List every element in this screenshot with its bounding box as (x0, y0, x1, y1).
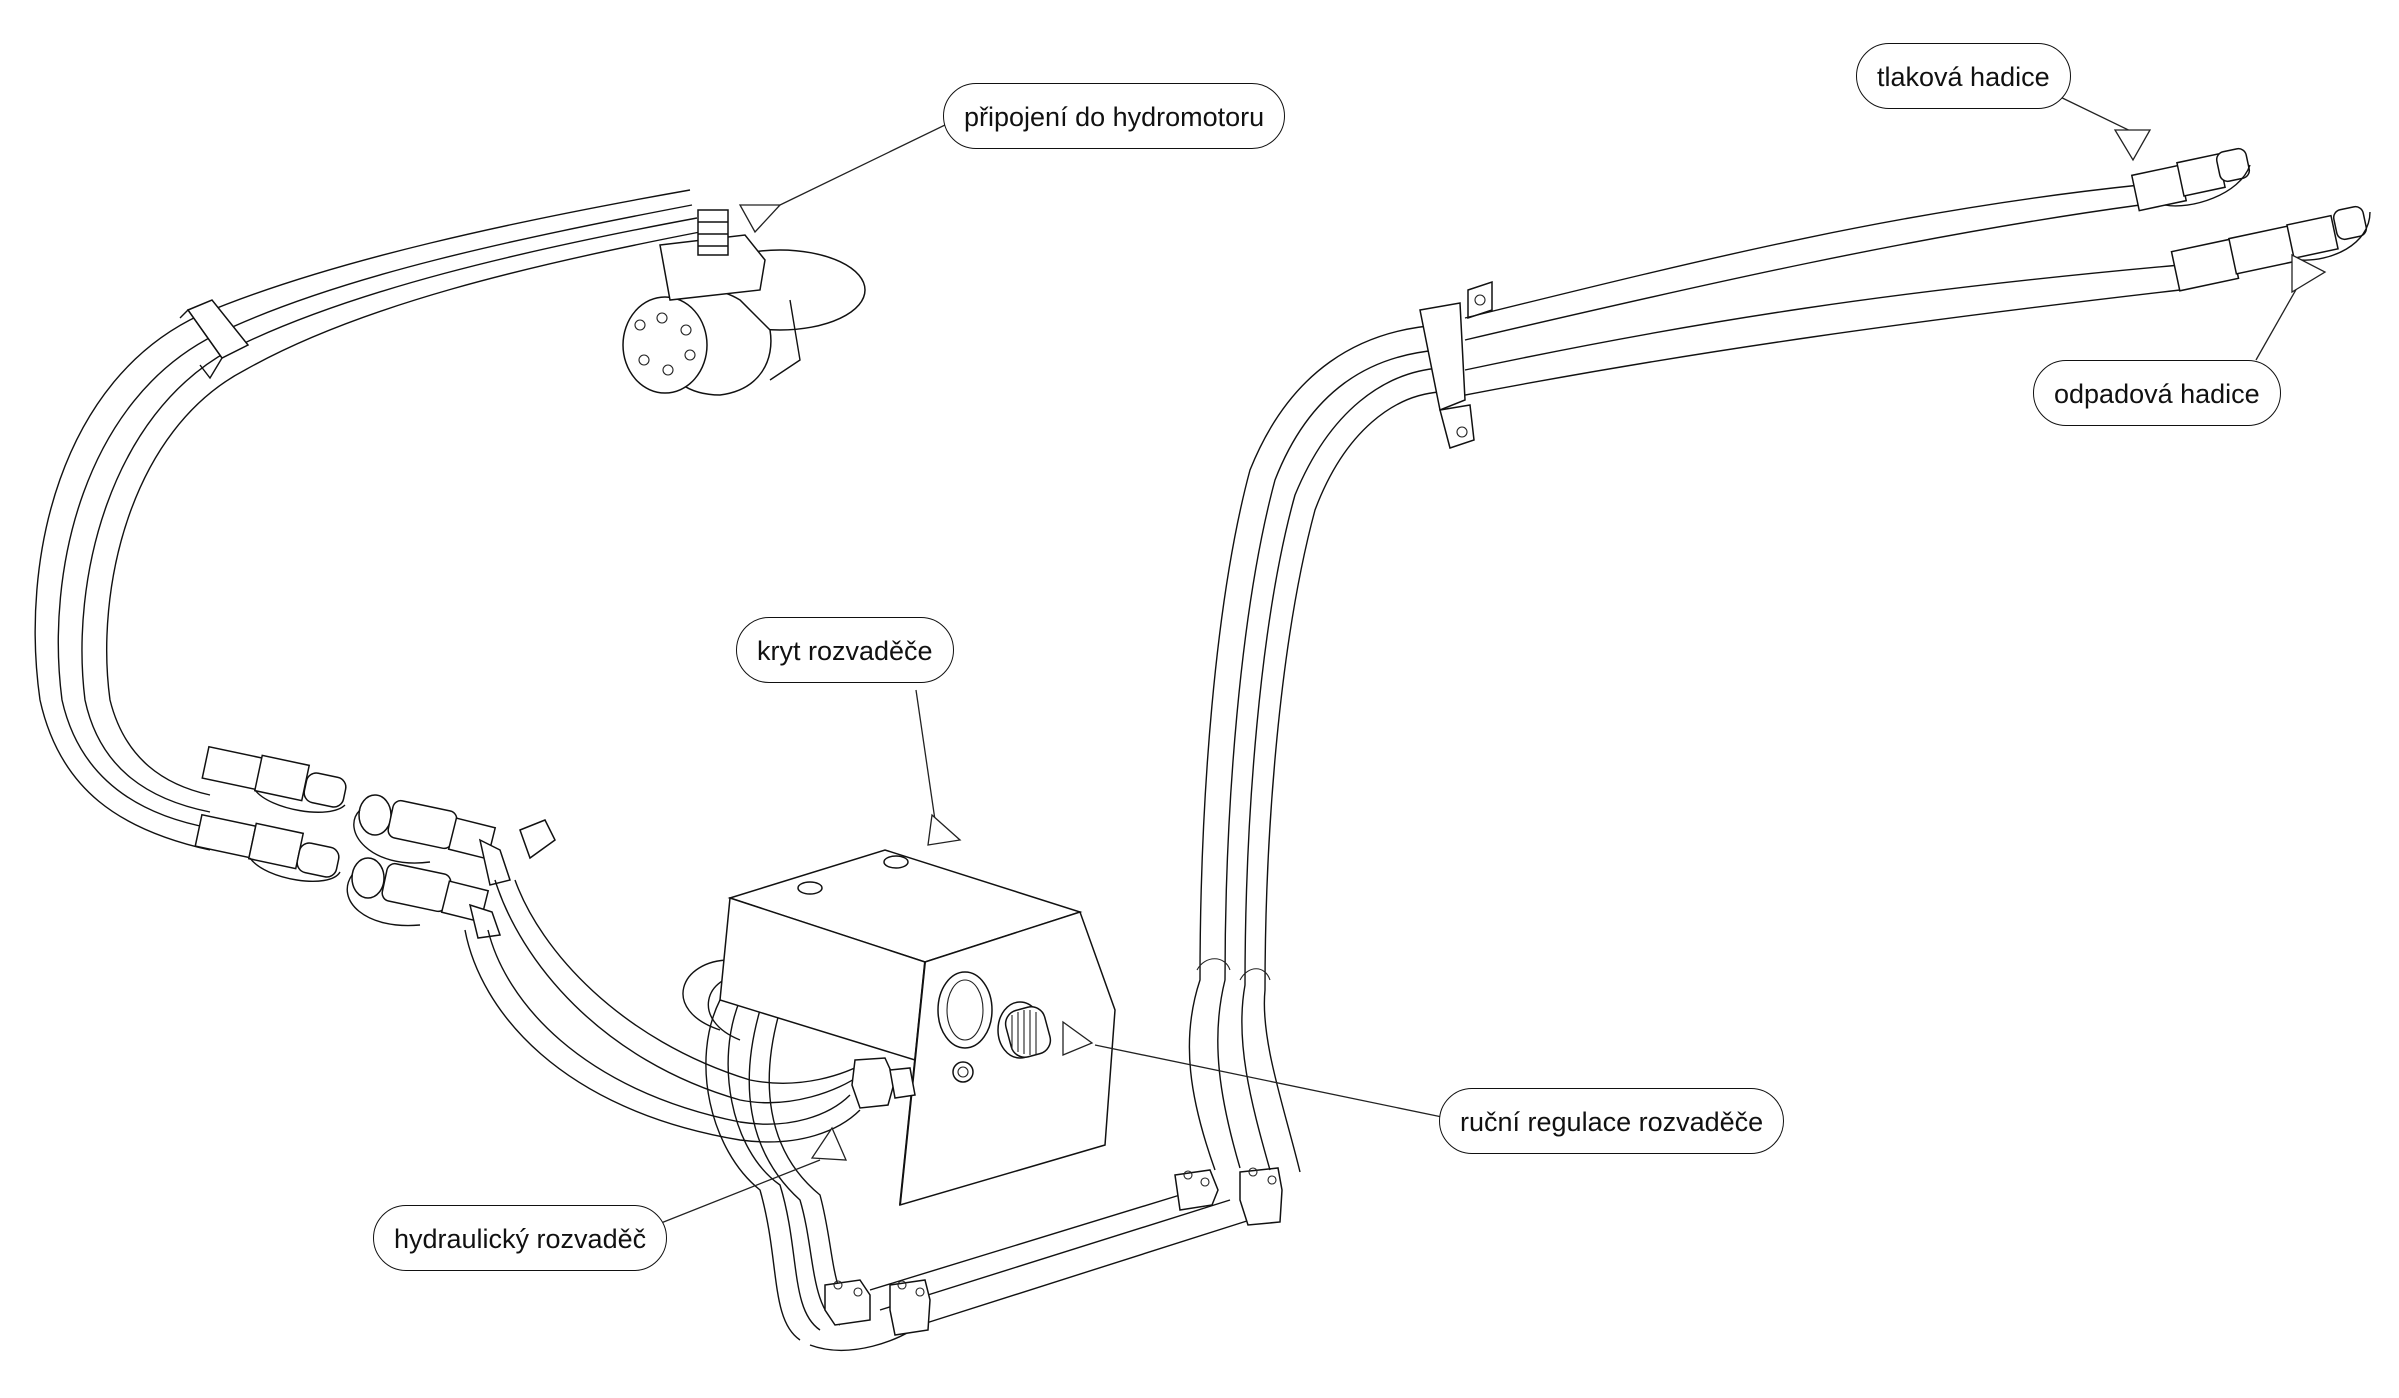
cover-screw (952, 1061, 974, 1083)
callout-valve-cover: kryt rozvaděče (736, 617, 954, 683)
left-hose-loop (34, 189, 701, 851)
lower-clamps (824, 1167, 1283, 1336)
callout-hydromotor-connection: připojení do hydromotoru (943, 83, 1286, 149)
valve-cover (682, 849, 1116, 1207)
quick-couplings-left (194, 745, 556, 939)
right-hose-bracket (1419, 280, 1493, 449)
callout-pressure-hose: tlaková hadice (1856, 43, 2071, 109)
cover-bolt (883, 855, 909, 869)
hydromotor (622, 209, 866, 396)
callout-return-hose: odpadová hadice (2033, 360, 2281, 426)
return-hose (1464, 205, 2371, 396)
callout-manual-valve-control: ruční regulace rozvaděče (1439, 1088, 1785, 1154)
valve-inlet-hoses (464, 879, 871, 1143)
hydraulic-valve-block (851, 1057, 896, 1109)
right-hoses (1188, 324, 1441, 1173)
pressure-hose (1464, 147, 2251, 341)
cover-bolt (797, 881, 823, 895)
hose-clamp (186, 299, 250, 359)
cover-opening (937, 971, 993, 1049)
leaders (655, 92, 2327, 1226)
manual-control-knob[interactable] (997, 1001, 1054, 1060)
callout-hydraulic-valve: hydraulický rozvaděč (373, 1205, 668, 1271)
